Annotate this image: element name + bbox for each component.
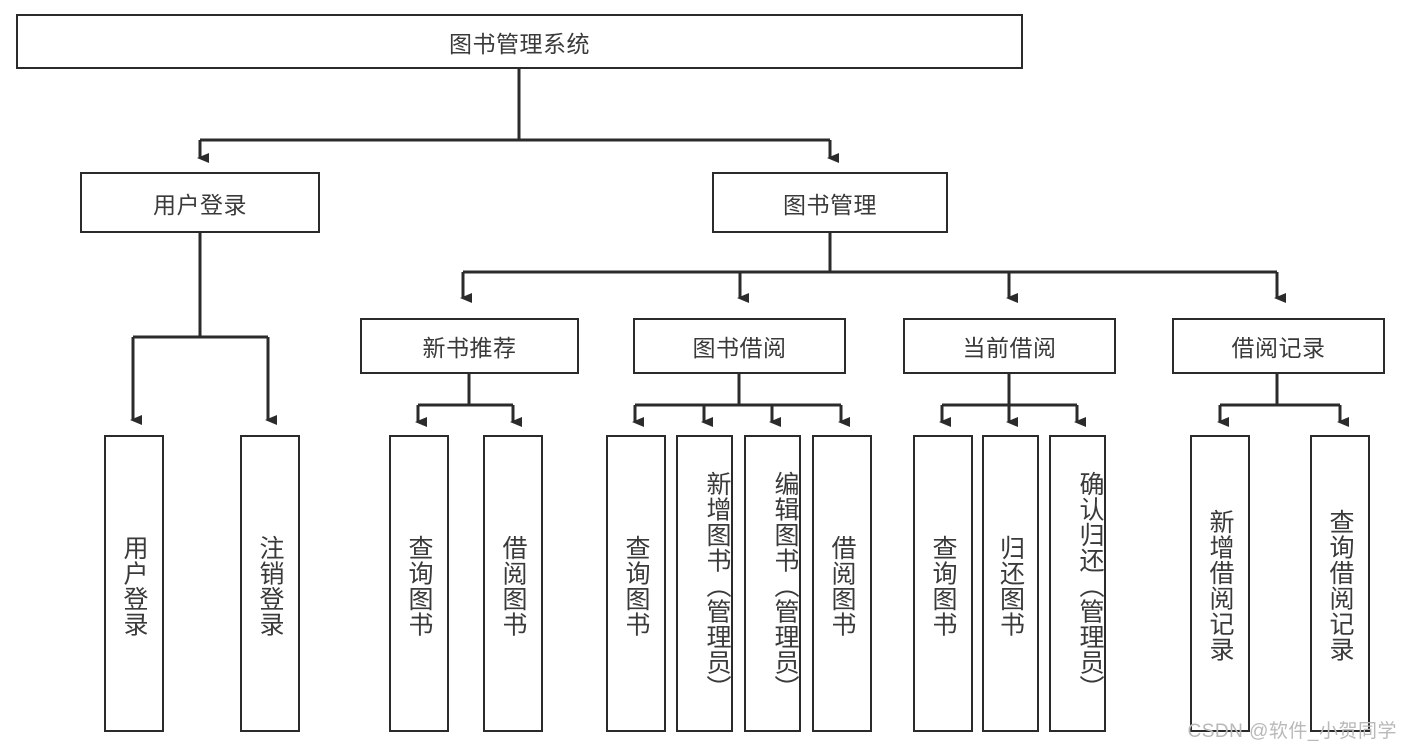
leaf-add-record[interactable]: 新增借阅记录 — [1190, 435, 1250, 732]
node-root-system[interactable]: 图书管理系统 — [16, 14, 1023, 69]
leaf-confirm-return[interactable]: 确认归还（管理员） — [1049, 435, 1106, 732]
leaf-return-book[interactable]: 归还图书 — [982, 435, 1039, 732]
node-label: 归还图书 — [996, 534, 1025, 637]
node-label: 新增借阅记录 — [1206, 509, 1234, 662]
watermark-text: CSDN @软件_小贺同学 — [1187, 721, 1397, 742]
node-label: 查询借阅记录 — [1326, 509, 1354, 662]
node-label: 新书推荐 — [422, 335, 517, 361]
node-label: 图书管理系统 — [449, 30, 590, 57]
node-label: 图书借阅 — [692, 335, 787, 361]
leaf-edit-book[interactable]: 编辑图书（管理员） — [744, 435, 801, 732]
node-book-borrow[interactable]: 图书借阅 — [633, 318, 846, 374]
node-label: 用户登录 — [153, 191, 247, 218]
leaf-query-record[interactable]: 查询借阅记录 — [1310, 435, 1370, 732]
node-label: 新增图书（管理员） — [703, 470, 731, 701]
node-current-borrow[interactable]: 当前借阅 — [903, 318, 1116, 374]
node-label: 当前借阅 — [962, 335, 1057, 361]
node-label: 借阅记录 — [1231, 335, 1326, 361]
leaf-add-book[interactable]: 新增图书（管理员） — [676, 435, 733, 732]
node-label: 图书管理 — [783, 191, 877, 218]
node-label: 查询图书 — [622, 534, 650, 637]
node-label: 借阅图书 — [828, 534, 856, 637]
node-label: 注销登录 — [256, 534, 284, 637]
node-book-manage[interactable]: 图书管理 — [712, 172, 948, 233]
node-new-book-recommend[interactable]: 新书推荐 — [360, 318, 579, 374]
node-label: 确认归还（管理员） — [1076, 470, 1104, 701]
leaf-user-login[interactable]: 用户登录 — [104, 435, 164, 732]
node-label: 借阅图书 — [499, 534, 527, 637]
leaf-borrow-book-2[interactable]: 借阅图书 — [812, 435, 872, 732]
node-label: 查询图书 — [405, 534, 433, 637]
node-label: 查询图书 — [929, 534, 957, 637]
leaf-query-book-1[interactable]: 查询图书 — [389, 435, 449, 732]
node-label: 用户登录 — [120, 534, 148, 637]
leaf-query-book-3[interactable]: 查询图书 — [913, 435, 973, 732]
leaf-user-logout[interactable]: 注销登录 — [240, 435, 300, 732]
node-borrow-record[interactable]: 借阅记录 — [1172, 318, 1385, 374]
node-user-login[interactable]: 用户登录 — [80, 172, 320, 233]
leaf-borrow-book-1[interactable]: 借阅图书 — [483, 435, 543, 732]
leaf-query-book-2[interactable]: 查询图书 — [606, 435, 666, 732]
node-label: 编辑图书（管理员） — [771, 470, 799, 701]
